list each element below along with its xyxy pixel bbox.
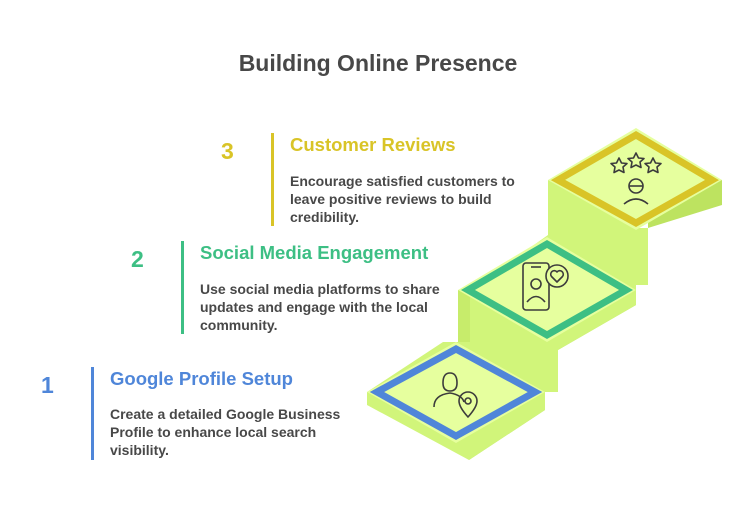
step-1-description: Create a detailed Google Business Profil…: [110, 406, 341, 458]
step-2-number: 2: [131, 246, 144, 272]
step-3-description: Encourage satisfied customers to leave p…: [290, 173, 515, 225]
diagram-title: Building Online Presence: [238, 50, 518, 76]
stars-review-person-icon: [610, 152, 662, 205]
step-3-number: 3: [221, 138, 234, 164]
step-2-bar: [181, 241, 184, 334]
stair-top-2: [458, 237, 636, 342]
step-3-title: Customer Reviews: [290, 134, 456, 155]
stair-top-1: [367, 342, 545, 443]
step-2-description: Use social media platforms to share upda…: [200, 281, 440, 333]
step-1-title: Google Profile Setup: [110, 368, 293, 389]
stair-top-1-outline: [369, 345, 543, 441]
stair-riser: [458, 290, 470, 342]
step-3-bar: [271, 133, 274, 226]
stair-top-2-outline: [460, 239, 634, 340]
user-location-pin-icon: [433, 372, 478, 418]
stair-front-face: [367, 180, 648, 460]
stair-top-3-outline: [550, 130, 719, 228]
step-1-number: 1: [41, 372, 54, 398]
step-2-title: Social Media Engagement: [200, 242, 429, 263]
phone-user-heart-icon: [522, 262, 569, 311]
step-1-bar: [91, 367, 94, 460]
